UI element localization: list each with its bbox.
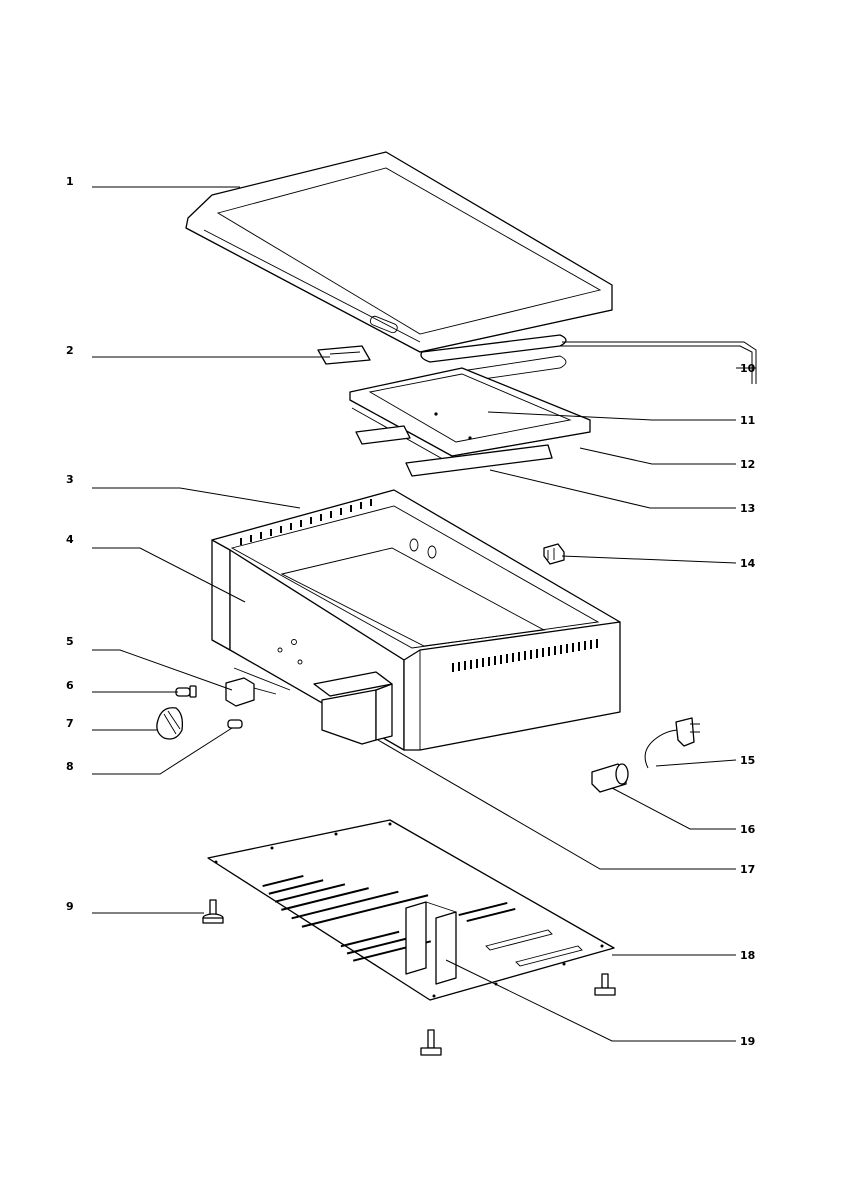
part-12-insulation-plate bbox=[356, 426, 410, 444]
part-9-foot-2 bbox=[595, 974, 615, 995]
callout-10: 10 bbox=[740, 362, 756, 375]
part-2-thermostat-bracket bbox=[318, 346, 370, 364]
callout-2: 2 bbox=[66, 344, 74, 357]
callout-9: 9 bbox=[66, 900, 74, 913]
callout-19: 19 bbox=[740, 1035, 755, 1048]
part-16-cable-gland bbox=[592, 764, 628, 792]
callout-11: 11 bbox=[740, 414, 755, 427]
part-9-foot-3 bbox=[421, 1030, 441, 1055]
callout-8: 8 bbox=[66, 760, 74, 773]
callout-12: 12 bbox=[740, 458, 755, 471]
part-3-main-body bbox=[212, 490, 620, 750]
callout-7: 7 bbox=[66, 717, 74, 730]
callout-18: 18 bbox=[740, 949, 755, 962]
part-17-junction-box bbox=[314, 672, 392, 744]
callout-14: 14 bbox=[740, 557, 756, 570]
callout-3: 3 bbox=[66, 473, 74, 486]
part-8-indicator-lamp bbox=[228, 720, 242, 728]
part-1-griddle-plate bbox=[186, 152, 612, 352]
callout-1: 1 bbox=[66, 175, 74, 188]
part-14-terminal-block bbox=[544, 544, 564, 564]
callout-6: 6 bbox=[66, 679, 74, 692]
part-7-control-knob bbox=[157, 708, 183, 739]
callout-17: 17 bbox=[740, 863, 755, 876]
callout-16: 16 bbox=[740, 823, 756, 836]
part-6-indicator-lamp bbox=[176, 686, 196, 697]
callout-5: 5 bbox=[66, 635, 74, 648]
callout-4: 4 bbox=[66, 533, 74, 546]
part-15-power-cable bbox=[645, 718, 700, 768]
callout-15: 15 bbox=[740, 754, 755, 767]
callout-13: 13 bbox=[740, 502, 755, 515]
part-9-foot bbox=[203, 900, 223, 923]
